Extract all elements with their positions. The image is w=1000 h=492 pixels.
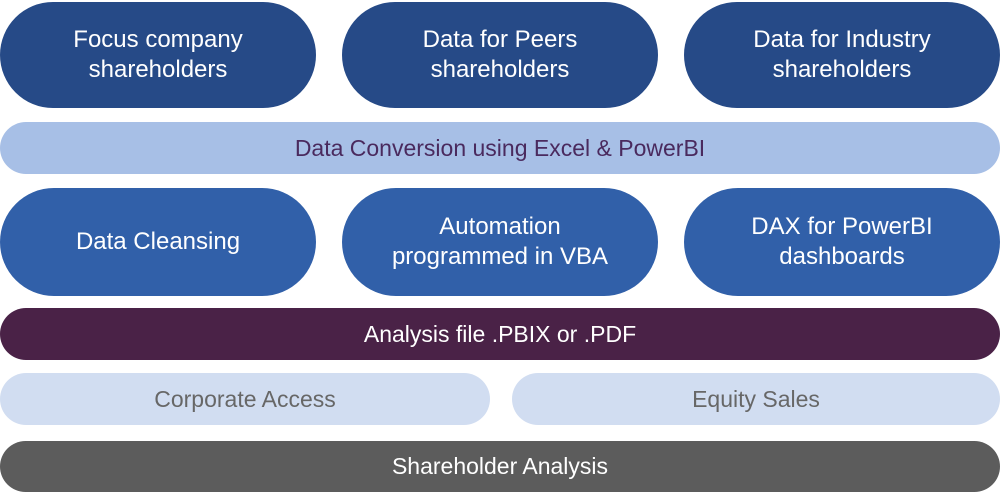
process-box-data-cleansing: Data Cleansing [0,188,316,296]
conversion-bar: Data Conversion using Excel & PowerBI [0,122,1000,174]
process-box-label: DAX for PowerBI dashboards [751,213,933,270]
source-box-peers: Data for Peers shareholders [342,2,658,108]
conversion-label: Data Conversion using Excel & PowerBI [294,134,706,161]
audience-box-corporate-access: Corporate Access [0,373,490,425]
source-box-industry: Data for Industry shareholders [684,2,1000,108]
source-box-label: Focus company shareholders [73,26,243,83]
base-bar: Shareholder Analysis [0,441,1000,492]
audience-box-label: Equity Sales [692,385,820,412]
output-bar: Analysis file .PBIX or .PDF [0,308,1000,360]
audience-box-label: Corporate Access [154,385,336,412]
output-label: Analysis file .PBIX or .PDF [363,320,637,347]
base-label: Shareholder Analysis [391,453,609,480]
process-box-label: Automation programmed in VBA [391,213,609,270]
source-box-focus-company: Focus company shareholders [0,2,316,108]
process-box-automation-vba: Automation programmed in VBA [342,188,658,296]
audience-box-equity-sales: Equity Sales [512,373,1000,425]
source-box-label: Data for Peers shareholders [422,26,578,83]
source-box-label: Data for Industry shareholders [753,26,931,83]
process-box-dax-powerbi: DAX for PowerBI dashboards [684,188,1000,296]
process-box-label: Data Cleansing [75,228,241,255]
